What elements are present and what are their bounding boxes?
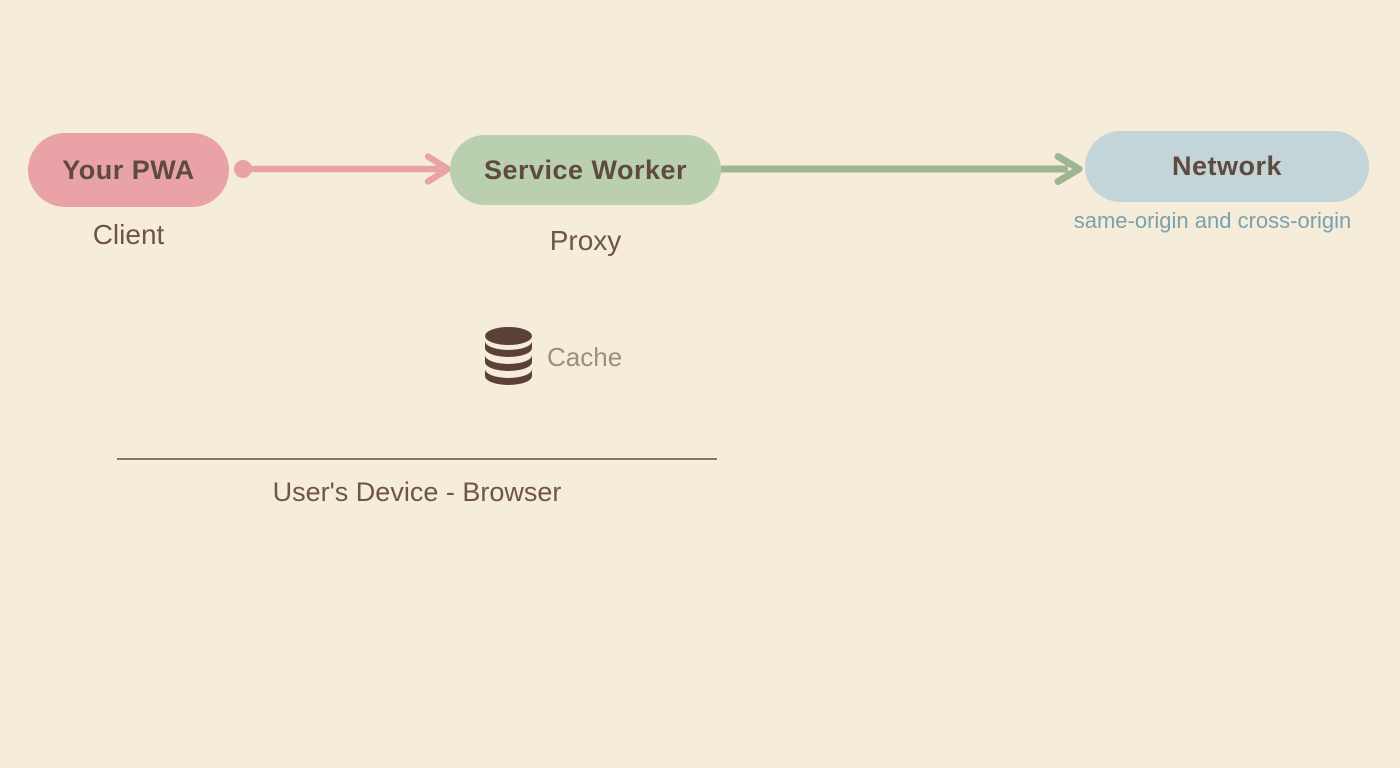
node-your-pwa-caption: Client [92, 219, 165, 250]
node-network-label: Network [1171, 151, 1283, 181]
arrow-start-dot [234, 160, 252, 178]
device-boundary-line [117, 458, 717, 460]
node-your-pwa-label: Your PWA [62, 154, 195, 185]
arrowhead-icon [1054, 153, 1083, 185]
cache-group: Cache [485, 327, 622, 387]
device-boundary-label: User's Device - Browser [272, 477, 562, 507]
node-network: Network [1085, 131, 1369, 202]
arrowhead-icon [424, 153, 452, 185]
arrow-pwa-to-service-worker [234, 153, 452, 185]
cache-label: Cache [547, 341, 623, 372]
node-service-worker-label: Service Worker [483, 154, 688, 185]
arrow-service-worker-to-network [721, 153, 1083, 185]
node-network-caption: same-origin and cross-origin [1073, 208, 1352, 233]
database-icon [485, 327, 532, 385]
node-your-pwa: Your PWA [28, 133, 229, 207]
node-service-worker: Service Worker [450, 135, 721, 205]
node-service-worker-caption: Proxy [549, 225, 622, 256]
